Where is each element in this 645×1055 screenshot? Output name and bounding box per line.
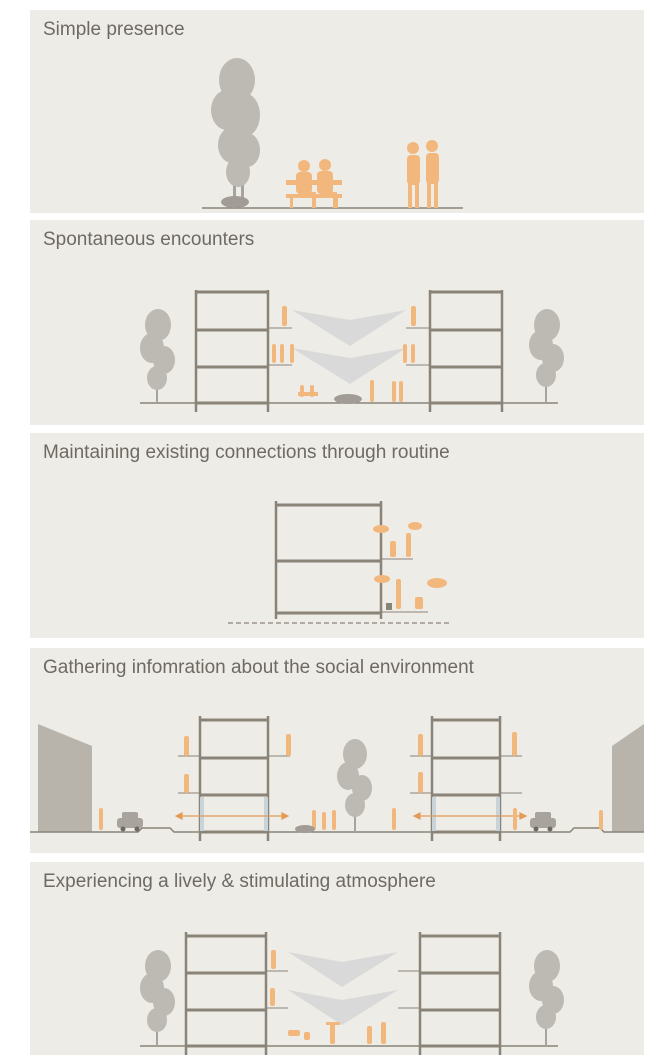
person-icon — [282, 306, 287, 326]
speech-bubble-icon — [373, 525, 389, 533]
tree-icon — [211, 58, 260, 208]
building-left — [194, 290, 292, 412]
sound-beam-icon — [292, 310, 406, 346]
person-icon — [304, 1032, 310, 1040]
building-right — [410, 716, 522, 841]
person-icon — [370, 380, 374, 402]
person-icon — [184, 774, 189, 793]
box — [386, 603, 392, 610]
person-icon — [512, 732, 517, 756]
sound-beam-icon — [292, 348, 406, 384]
person-icon — [367, 1026, 372, 1044]
person-icon — [326, 1022, 340, 1025]
person-icon — [418, 734, 423, 756]
glass-facade — [432, 797, 436, 831]
sound-beam-icon — [288, 952, 398, 987]
speech-bubble-icon — [427, 578, 447, 588]
speech-bubble-icon — [408, 522, 422, 530]
person-icon — [184, 736, 189, 756]
panel-gathering-information: Gathering infomration about the social e… — [30, 648, 644, 853]
people-group — [272, 306, 416, 402]
panel-title: Experiencing a lively & stimulating atmo… — [43, 871, 436, 892]
building — [274, 501, 428, 619]
tree-icon — [529, 309, 564, 403]
person-icon — [330, 1022, 335, 1044]
person-icon — [272, 344, 276, 363]
glass-facade — [200, 797, 204, 831]
panel-lively-atmosphere: Experiencing a lively & stimulating atmo… — [30, 862, 644, 1055]
panel-title: Maintaining existing connections through… — [43, 442, 450, 463]
panel-spontaneous-encounters: Spontaneous encounters — [30, 220, 644, 425]
person-icon — [296, 160, 316, 208]
people-group — [373, 522, 447, 609]
scene-gathering-information — [30, 716, 644, 841]
panel-title: Simple presence — [43, 19, 185, 40]
person-icon — [271, 950, 276, 969]
building-left — [184, 932, 288, 1055]
car-icon — [117, 812, 143, 832]
person-icon — [392, 808, 396, 830]
tree-icon — [337, 739, 372, 832]
person-icon — [426, 140, 439, 208]
ground-line — [30, 827, 644, 833]
people-group — [270, 950, 386, 1044]
person-icon — [312, 810, 316, 830]
car-icon — [530, 812, 556, 832]
panel-title: Gathering infomration about the social e… — [43, 657, 474, 678]
person-icon — [392, 381, 396, 402]
tree-icon — [529, 950, 564, 1046]
scene-simple-presence — [202, 58, 463, 209]
people-group — [99, 732, 603, 830]
building-left — [178, 716, 290, 841]
double-arrow-icon — [412, 812, 528, 820]
person-icon — [381, 1022, 386, 1044]
building-right — [406, 290, 504, 412]
double-arrow-icon — [174, 812, 290, 820]
person-icon — [322, 812, 326, 830]
shrub — [295, 825, 315, 833]
panel-title: Spontaneous encounters — [43, 229, 255, 250]
building-right — [398, 932, 502, 1055]
person-icon — [280, 344, 284, 363]
person-icon — [411, 306, 416, 326]
person-icon — [396, 579, 401, 609]
person-icon — [513, 808, 517, 830]
person-icon — [310, 385, 314, 397]
person-icon — [390, 541, 396, 557]
block-right — [612, 724, 644, 832]
shrub — [334, 394, 362, 404]
person-icon — [288, 1030, 300, 1036]
glass-facade — [496, 797, 500, 831]
speech-bubble-icon — [374, 575, 390, 583]
person-icon — [411, 344, 415, 363]
panel-maintaining-connections: Maintaining existing connections through… — [30, 433, 644, 638]
tree-icon — [140, 309, 175, 403]
person-icon — [407, 142, 420, 208]
person-icon — [300, 385, 304, 397]
person-icon — [332, 810, 336, 830]
person-icon — [399, 381, 403, 402]
person-icon — [290, 344, 294, 363]
person-icon — [403, 344, 407, 363]
person-icon — [317, 159, 337, 208]
person-icon — [270, 988, 275, 1006]
scene-maintaining-connections — [228, 501, 452, 624]
glass-facade — [264, 797, 268, 831]
person-icon — [406, 533, 411, 557]
sound-beam-icon — [288, 990, 398, 1025]
person-icon — [599, 810, 603, 830]
block-left — [38, 724, 92, 832]
scene-lively-atmosphere — [140, 932, 564, 1055]
bench-icon — [298, 392, 318, 396]
person-icon — [418, 772, 423, 793]
person-icon — [286, 734, 291, 756]
scene-spontaneous-encounters — [140, 290, 564, 412]
person-icon — [415, 597, 423, 609]
panel-simple-presence: Simple presence — [30, 10, 644, 213]
tree-icon — [140, 950, 175, 1046]
person-icon — [99, 808, 103, 830]
